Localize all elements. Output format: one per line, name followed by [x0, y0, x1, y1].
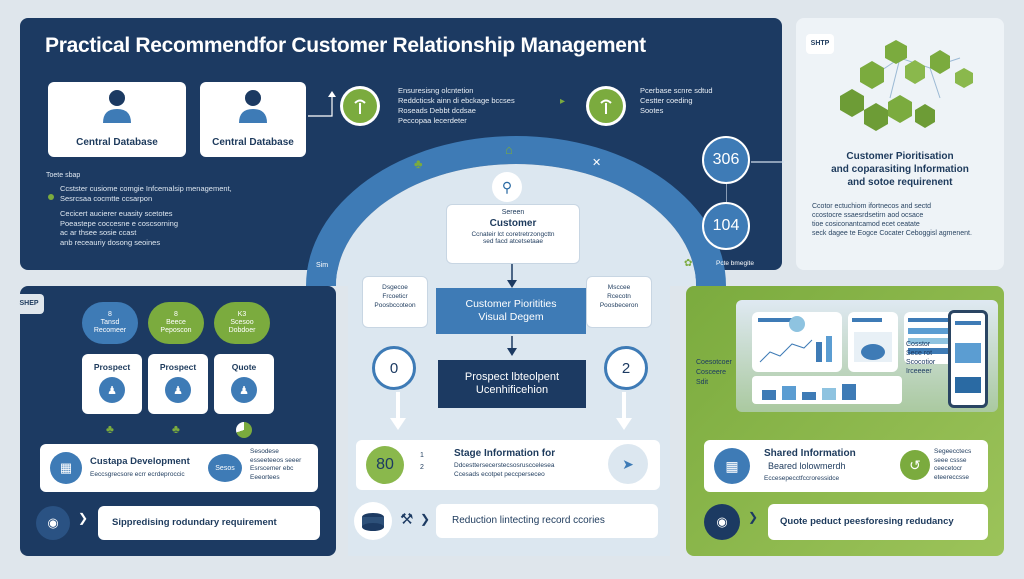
connector-lines [726, 161, 784, 202]
development-card[interactable]: ▦ Custapa Development Eeccsgrecsore ecrr… [40, 444, 318, 492]
list-item: Cestter coeding [640, 96, 693, 105]
signpost-icon: ✕ [592, 157, 602, 169]
growth-icon [340, 86, 380, 126]
dashboard-screen-1 [752, 312, 842, 372]
chevron-right-icon: ❯ [748, 510, 759, 524]
number-badge-left: 0 [372, 346, 416, 390]
bullet-dot [48, 194, 54, 200]
server-icon: ▦ [714, 448, 750, 484]
arc-label-left: Sim [316, 262, 329, 269]
bullet-list-mid: Ensuresisng olcntetion Reddcticsk ainn d… [398, 86, 515, 126]
stage-number: 80 [366, 446, 404, 484]
customer-card[interactable]: Sereen Customer Ccnateir lct coretretrzo… [446, 204, 580, 264]
leaf-icon: ♣ [106, 422, 114, 436]
user-icon [103, 90, 131, 123]
status-badge: Sesos [208, 454, 242, 482]
list-item: Reddcticsk ainn di ebckage bccses [398, 96, 515, 105]
pie-icon [236, 422, 252, 438]
people-icon: ♟ [231, 377, 257, 403]
user-icon [239, 90, 267, 123]
arc-label-right: Pcte bmegite [716, 260, 754, 267]
priority-box[interactable]: Customer Pioritities Visual Degem [436, 288, 586, 334]
database-card-1[interactable]: Central Database [48, 82, 186, 157]
left-labels: Coesotcoer Cosceere Sdit [696, 359, 732, 386]
list-item: Peccopaa lecerdeter [398, 116, 467, 125]
prospect-card-2[interactable]: Prospect ♟ [148, 354, 208, 414]
notes-list: Ccstster cusiome comgie Infcemalsip mena… [60, 184, 310, 247]
stat-badge-104: 104 [702, 202, 750, 250]
chevron-right-icon: ▸ [560, 96, 566, 107]
list-item: Pcerbase scnre sdtud [640, 86, 713, 95]
lock-icon: ◉ [36, 506, 70, 540]
list-item: Roseads Debbt dcdsae [398, 106, 476, 115]
quote-card[interactable]: Quote ♟ [214, 354, 274, 414]
growth-icon-2 [586, 86, 626, 126]
list-item: Cecicert aucierer euasity scetotes [60, 209, 173, 218]
dashboard-tablet [948, 310, 988, 408]
chevron-right-icon: ❯ [420, 512, 431, 526]
database-card-2[interactable]: Central Database [200, 82, 306, 157]
top-right-tag: SHTP [806, 34, 834, 54]
notes-label: Toete sbap [46, 172, 81, 179]
group-icon: ♟ [165, 377, 191, 403]
bird-icon: ➤ [608, 444, 648, 484]
tools-icon: ⚒ [400, 511, 414, 528]
top-right-paragraph: Ccotor ectuchiom ifortnecos and sectd cc… [812, 203, 972, 237]
list-item: Ensuresisng olcntetion [398, 86, 474, 95]
prospect-card-1[interactable]: Prospect ♟ [82, 354, 142, 414]
coins-icon [354, 502, 392, 540]
lock-icon: ◉ [704, 504, 740, 540]
refresh-icon: ↺ [900, 450, 930, 480]
list-item: anb receauriy dosong seoines [60, 237, 161, 247]
people-icon: ♟ [99, 377, 125, 403]
bubble-1[interactable]: 8 Tansd Recomeer [82, 302, 138, 344]
database-card-label: Central Database [212, 137, 294, 148]
page-title: Practical Recommendfor Customer Relation… [45, 34, 646, 57]
list-item: Sootes [640, 106, 664, 115]
quote-reduce-card[interactable]: Quote peduct peesforesing redudancy [768, 504, 988, 540]
bullet-list-right-items: Pcerbase scnre sdtud Cestter coeding Soo… [640, 86, 713, 116]
chevron-right-icon: ❯ [78, 511, 89, 525]
house-icon: ⌂ [505, 142, 513, 157]
list-item: Poeastepe coccesne e coscsorning [60, 218, 178, 228]
list-item: ac ar thsee sosie ccast [60, 228, 137, 237]
bubble-3[interactable]: K3 Scesoo Dobdoer [214, 302, 270, 344]
bubble-2[interactable]: 8 Beece Peposcon [148, 302, 204, 344]
reduction-card[interactable]: ❯ Reduction lintecting record ccories [420, 504, 658, 538]
leaf-icon: ✿ [684, 258, 693, 269]
side-note-right: Msccee Rcecotn Poosbeceron [586, 276, 652, 328]
bottom-left-tag: SHEP [14, 294, 44, 314]
list-item: Sesrcsaa cocmtte ccsarpon [60, 193, 153, 203]
flow-arrows [390, 264, 632, 430]
top-right-title: Customer Pioritisation and coparasiting … [831, 151, 969, 188]
dashboard-bars [752, 376, 902, 404]
stat-badge-306: 306 [702, 136, 750, 184]
chat-icon[interactable]: ⚲ [492, 172, 522, 202]
shared-information-card[interactable]: ▦ Shared Information Beared lolowmerdh E… [704, 440, 988, 492]
arrow-right-icon [308, 91, 336, 117]
list-item: Ccstster cusiome comgie Infcemalsip mena… [60, 184, 232, 193]
leaf-icon: ♣ [172, 422, 180, 436]
stage-card[interactable]: 80 1 2 Stage Information for Ddcestterse… [356, 440, 660, 490]
prospect-box[interactable]: Prospect lbteolpent Ucenhificehion [438, 360, 586, 408]
hexagon-network-icon [840, 40, 973, 131]
dashboard-screen-2 [848, 312, 898, 372]
right-labels: Cosstor Sece rot Scocotior Irceeeer [906, 341, 936, 375]
side-note-left: Dsgecoe Frcoeticr Poosbccoteon [362, 276, 428, 328]
building-icon: ▦ [50, 452, 82, 484]
database-card-label: Central Database [76, 137, 158, 148]
number-badge-right: 2 [604, 346, 648, 390]
requirement-card[interactable]: Sippredising rodundary requirement [98, 506, 320, 540]
tree-icon: ♣ [414, 156, 423, 171]
